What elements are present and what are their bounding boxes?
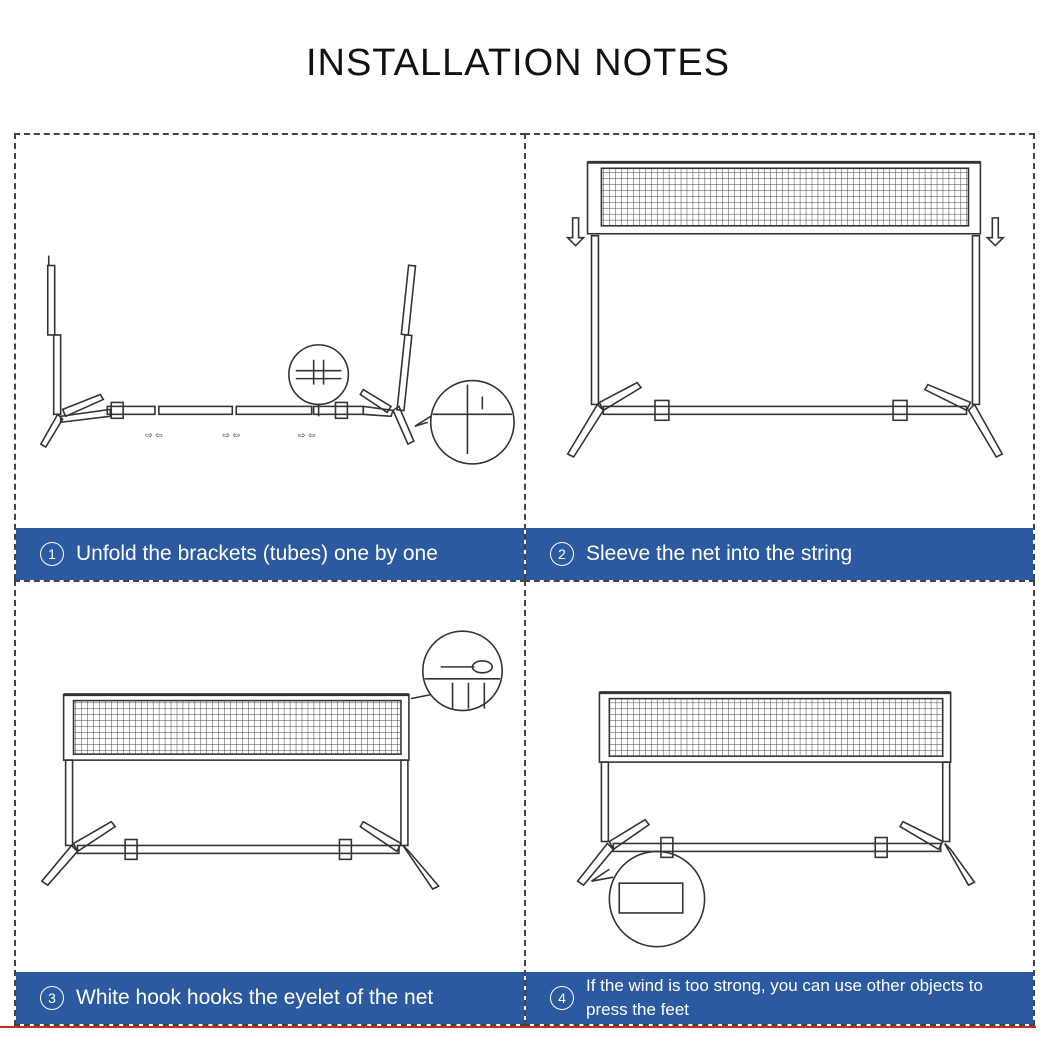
page-title: INSTALLATION NOTES xyxy=(305,42,731,84)
step-banner-4: 4 If the wind is too strong, you can use… xyxy=(526,972,1033,1024)
step-panel-4: 4 If the wind is too strong, you can use… xyxy=(524,580,1035,1026)
step-panel-3: 3 White hook hooks the eyelet of the net xyxy=(14,580,526,1026)
step-number-2: 2 xyxy=(550,542,574,566)
step-text-2: Sleeve the net into the string xyxy=(586,542,853,565)
step-banner-2: 2 Sleeve the net into the string xyxy=(526,528,1033,580)
svg-text:⇨ ⇦: ⇨ ⇦ xyxy=(145,431,163,441)
step-number-1: 1 xyxy=(40,542,64,566)
press-feet-illustration xyxy=(576,691,976,948)
svg-text:⇨ ⇦: ⇨ ⇦ xyxy=(298,431,316,441)
sleeve-net-illustration xyxy=(565,160,1006,459)
step-banner-1: 1 Unfold the brackets (tubes) one by one xyxy=(16,528,524,580)
step-text-1: Unfold the brackets (tubes) one by one xyxy=(76,542,438,565)
step-panel-1: ⇨ ⇦ ⇨ ⇦ ⇨ ⇦ 1 Unfold the brackets (tubes… xyxy=(14,133,526,580)
step-text-3: White hook hooks the eyelet of the net xyxy=(76,986,434,1009)
step-panel-2: 2 Sleeve the net into the string xyxy=(524,133,1035,580)
step-number-3: 3 xyxy=(40,986,64,1010)
step-banner-3: 3 White hook hooks the eyelet of the net xyxy=(16,972,524,1024)
hook-eyelet-illustration xyxy=(40,630,503,891)
bottom-accent-line xyxy=(0,1026,1036,1028)
step-text-4: If the wind is too strong, you can use o… xyxy=(586,976,983,1019)
unfold-brackets-illustration: ⇨ ⇦ ⇨ ⇦ ⇨ ⇦ xyxy=(39,255,515,465)
svg-text:⇨ ⇦: ⇨ ⇦ xyxy=(222,431,240,441)
step-number-4: 4 xyxy=(550,986,574,1010)
